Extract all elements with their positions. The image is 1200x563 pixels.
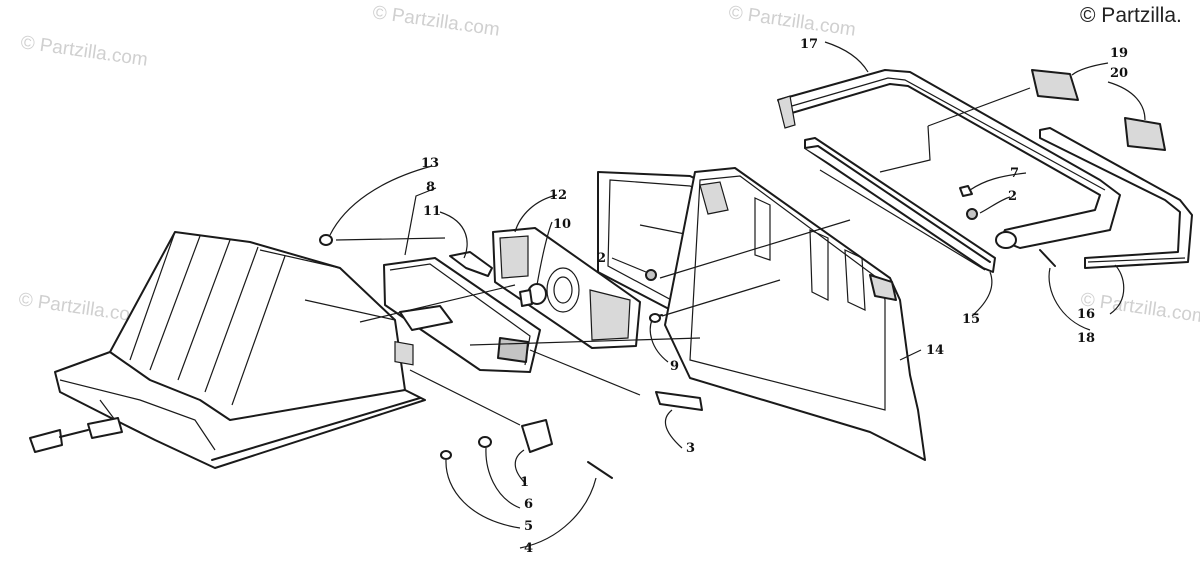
- callout-11: 11: [423, 204, 441, 219]
- bumper-strip-16: [1039, 127, 1193, 269]
- screw-18: [1039, 249, 1056, 267]
- callout-20: 20: [1110, 66, 1128, 81]
- callout-3: 3: [686, 441, 695, 456]
- callout-6: 6: [524, 497, 533, 512]
- rear-bumper-17: [777, 69, 1121, 249]
- nut-2a: [645, 269, 657, 281]
- callout-19: 19: [1110, 46, 1128, 61]
- callout-2a: 2: [597, 251, 606, 266]
- bolt-7: [959, 185, 973, 197]
- bracket-1: [521, 419, 553, 453]
- cable-4: [587, 461, 613, 479]
- pad-3: [655, 391, 703, 411]
- watermark-2: © Partzilla.com: [371, 2, 501, 41]
- watermark-5: © Partzilla.com: [1079, 289, 1200, 328]
- callout-12: 12: [549, 188, 567, 203]
- callout-1: 1: [520, 475, 529, 490]
- callout-8: 8: [426, 180, 435, 195]
- tunnel-housing: [54, 231, 426, 469]
- callout-7: 7: [1010, 166, 1019, 181]
- rear-panel: [664, 167, 926, 461]
- callout-17: 17: [800, 37, 818, 52]
- callouts: 1 2 2 3 4 5 6 7 8 9 10 11 12 13 14 15 16…: [421, 37, 1128, 556]
- bracket-11: [449, 251, 493, 277]
- callout-9: 9: [670, 359, 679, 374]
- watermark-3: © Partzilla.com: [727, 2, 857, 41]
- callout-2b: 2: [1008, 189, 1017, 204]
- washer-6: [478, 436, 492, 448]
- taillight-lens: [492, 227, 641, 349]
- reflector-19: [1031, 69, 1079, 101]
- leader-lines: [329, 41, 1146, 549]
- callout-15: 15: [962, 312, 980, 327]
- callout-5: 5: [524, 519, 533, 534]
- nut-2b: [966, 208, 978, 220]
- callout-18: 18: [1077, 331, 1095, 346]
- callout-13: 13: [421, 156, 439, 171]
- bulb-10: [519, 283, 547, 307]
- hardware: [319, 185, 1056, 479]
- assembly-lines: [335, 87, 1031, 426]
- screw-5: [440, 450, 452, 460]
- callout-4: 4: [524, 541, 533, 556]
- copyright-text: © Partzilla.: [1080, 4, 1182, 27]
- bumper-bracket-15: [804, 137, 996, 273]
- reflectors: [1031, 69, 1166, 151]
- callout-10: 10: [553, 217, 571, 232]
- callout-16: 16: [1077, 307, 1095, 322]
- callout-14: 14: [926, 343, 944, 358]
- reflector-20: [1124, 117, 1166, 151]
- wire-plug: [29, 417, 123, 453]
- watermark-1: © Partzilla.com: [19, 32, 149, 71]
- screw-13: [319, 234, 333, 246]
